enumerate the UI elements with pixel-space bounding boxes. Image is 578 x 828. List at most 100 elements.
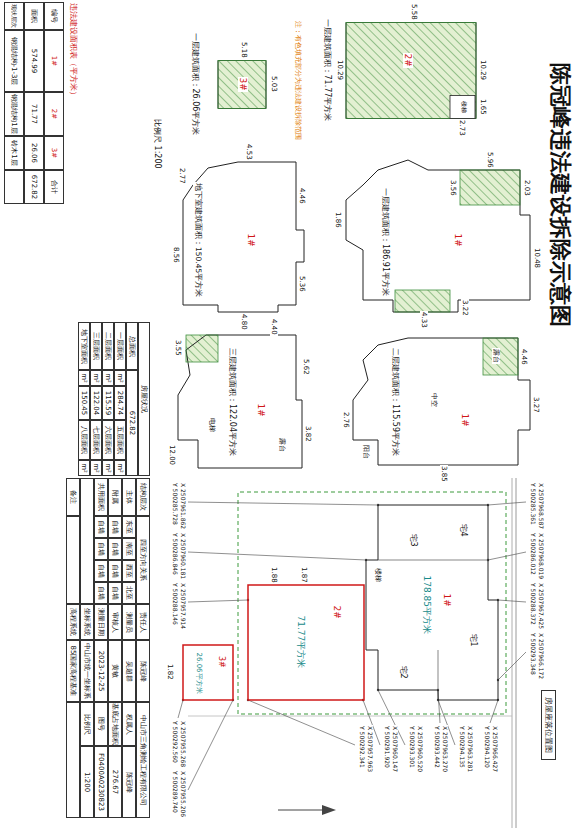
hatch-border bbox=[460, 170, 520, 205]
coordinate-label: X 2507968.019 bbox=[537, 532, 544, 580]
room-label: 楼梯 bbox=[374, 567, 382, 583]
table-cell-empty bbox=[66, 702, 80, 818]
dimension-label: 10.48 bbox=[533, 247, 541, 269]
dimension-label: 4.53 bbox=[245, 143, 253, 161]
node-outline-svg bbox=[166, 315, 316, 483]
table-cell: 自墙 bbox=[94, 538, 108, 560]
table-cell: 115.59 bbox=[102, 386, 114, 420]
node-text: 房屋座落位置图 bbox=[544, 696, 553, 754]
node-outline-svg bbox=[363, 500, 503, 710]
table-cell: 574.99 bbox=[24, 30, 44, 92]
table-cell: 地下室面积 bbox=[78, 322, 90, 370]
scale-label: 比例尺 1:200 bbox=[153, 118, 162, 170]
table-cell: m² bbox=[78, 460, 90, 476]
table-cell: 面积 bbox=[24, 2, 44, 30]
dimension-label: 3.56 bbox=[449, 179, 457, 197]
coordinate-label: X 2507963.270 bbox=[441, 725, 448, 773]
coordinate-label: Y 500292.560 bbox=[171, 720, 178, 764]
coordinate-label: X 2507960.147 bbox=[391, 725, 398, 773]
node-outline-svg bbox=[343, 325, 543, 483]
hatch-border bbox=[218, 60, 266, 108]
floor-plan: 二层建筑面积：115.59平方米 1# bbox=[343, 325, 543, 483]
leader-line bbox=[488, 502, 526, 505]
table-cell: 西至 bbox=[122, 560, 136, 582]
leader-line bbox=[488, 552, 526, 560]
leader-line bbox=[248, 700, 355, 745]
coordinate-label: X 2507966.427 bbox=[491, 725, 498, 773]
coordinate-label: X 2507963.281 bbox=[466, 725, 473, 773]
table-cell: m² bbox=[90, 460, 102, 476]
table-cell: 房屋状况 bbox=[138, 322, 150, 476]
node-text: 178.85平方米 bbox=[422, 575, 432, 636]
table-cell: 71.77 bbox=[24, 92, 44, 136]
coordinate-label: Y 500293.348 bbox=[529, 632, 536, 676]
table-cell: 高程系统 bbox=[66, 604, 80, 640]
room-label: 中空 bbox=[430, 392, 438, 408]
coordinate-label: X 2507955.268 bbox=[179, 720, 186, 768]
table-cell-empty bbox=[4, 170, 24, 204]
table-cell: 150.45 bbox=[78, 386, 90, 420]
table-cell: 陈冠峰 bbox=[122, 746, 136, 818]
floor-plan: 一层建筑面积：26.06平方米3# bbox=[184, 30, 282, 139]
table-cell: 权属人 bbox=[122, 702, 136, 746]
road-lines bbox=[188, 478, 516, 828]
node-text: 二层建筑面积：115.59平方米 bbox=[391, 347, 400, 457]
hatch-fill bbox=[218, 60, 266, 108]
node-outline-svg bbox=[248, 585, 364, 701]
table-cell: 中山市三角测绘工程有限公司 bbox=[136, 702, 150, 818]
room-label: 楼梯 bbox=[460, 100, 467, 114]
site-building: 2#71.77平方米 bbox=[248, 585, 364, 701]
node-text: 1# bbox=[460, 413, 470, 428]
table-cell: 122.04 bbox=[90, 386, 102, 420]
leader-line bbox=[188, 600, 248, 602]
table-cell: 自墙 bbox=[108, 516, 122, 538]
leader-line bbox=[490, 700, 498, 723]
hatch-border bbox=[186, 335, 218, 362]
table-cell: 南至 bbox=[122, 538, 136, 560]
node-text: 一层建筑面积：186.91平方米 bbox=[381, 187, 390, 297]
table-cell: 六层面积 bbox=[102, 420, 114, 460]
dimension-label: 1.86 bbox=[334, 211, 342, 229]
coordinate-label: X 2507957.914 bbox=[179, 582, 186, 630]
coordinate-label: Y 500285.728 bbox=[171, 482, 178, 526]
leader-line bbox=[498, 652, 526, 680]
dimension-label: 4.46 bbox=[520, 348, 528, 366]
table-cell: 比例尺 bbox=[80, 702, 94, 746]
node-text: 2# bbox=[332, 605, 342, 620]
building-outline bbox=[218, 60, 266, 108]
table-cell: 责任人 bbox=[136, 604, 150, 640]
dimension-label: 10.29 bbox=[479, 59, 487, 81]
table-cell: 砖木1层 bbox=[4, 136, 24, 170]
building-outline bbox=[366, 505, 498, 700]
coordinate-label: Y 500285.361 bbox=[529, 482, 536, 526]
building-outline bbox=[248, 585, 364, 700]
table-cell: 自墙 bbox=[108, 560, 122, 582]
table-cell: 北至 bbox=[122, 582, 136, 604]
table-cell: 284.74 bbox=[114, 386, 126, 420]
room-label: 阳台 bbox=[362, 444, 370, 460]
coordinate-label: Y 500293.442 bbox=[433, 725, 440, 769]
node-text: 1# bbox=[246, 233, 256, 248]
table-cell: 四至方向关系 bbox=[136, 516, 150, 604]
table-cell: 自墙 bbox=[94, 516, 108, 538]
table-cell: 中山市统一坐标系 bbox=[80, 640, 94, 702]
leader-line bbox=[188, 552, 366, 560]
table-title: 违法建设面积表（平方米） bbox=[69, 2, 78, 100]
room-label: 宅3 bbox=[409, 533, 418, 548]
dimension-label: 3.82 bbox=[304, 425, 312, 443]
dimension-label: 5.03 bbox=[270, 75, 278, 93]
coordinate-label: X 2507960.520 bbox=[416, 725, 423, 773]
coordinate-label: X 2507968.587 bbox=[537, 482, 544, 530]
table-cell: 备注 bbox=[66, 478, 80, 516]
table-cell: m² bbox=[102, 460, 114, 476]
table-cell: 276.67 bbox=[108, 746, 122, 818]
dimension-label: 4.40 bbox=[270, 318, 278, 336]
dimension-label: 3.22 bbox=[461, 299, 469, 317]
parcel-boundary bbox=[238, 492, 506, 714]
coordinate-label: Y 500292.341 bbox=[358, 725, 365, 769]
table-cell: 现状层次 bbox=[4, 2, 24, 30]
dimension-label: 4.33 bbox=[420, 311, 428, 329]
table-cell: 附属 bbox=[108, 478, 122, 516]
table-cell: 吴超群 bbox=[122, 640, 136, 702]
